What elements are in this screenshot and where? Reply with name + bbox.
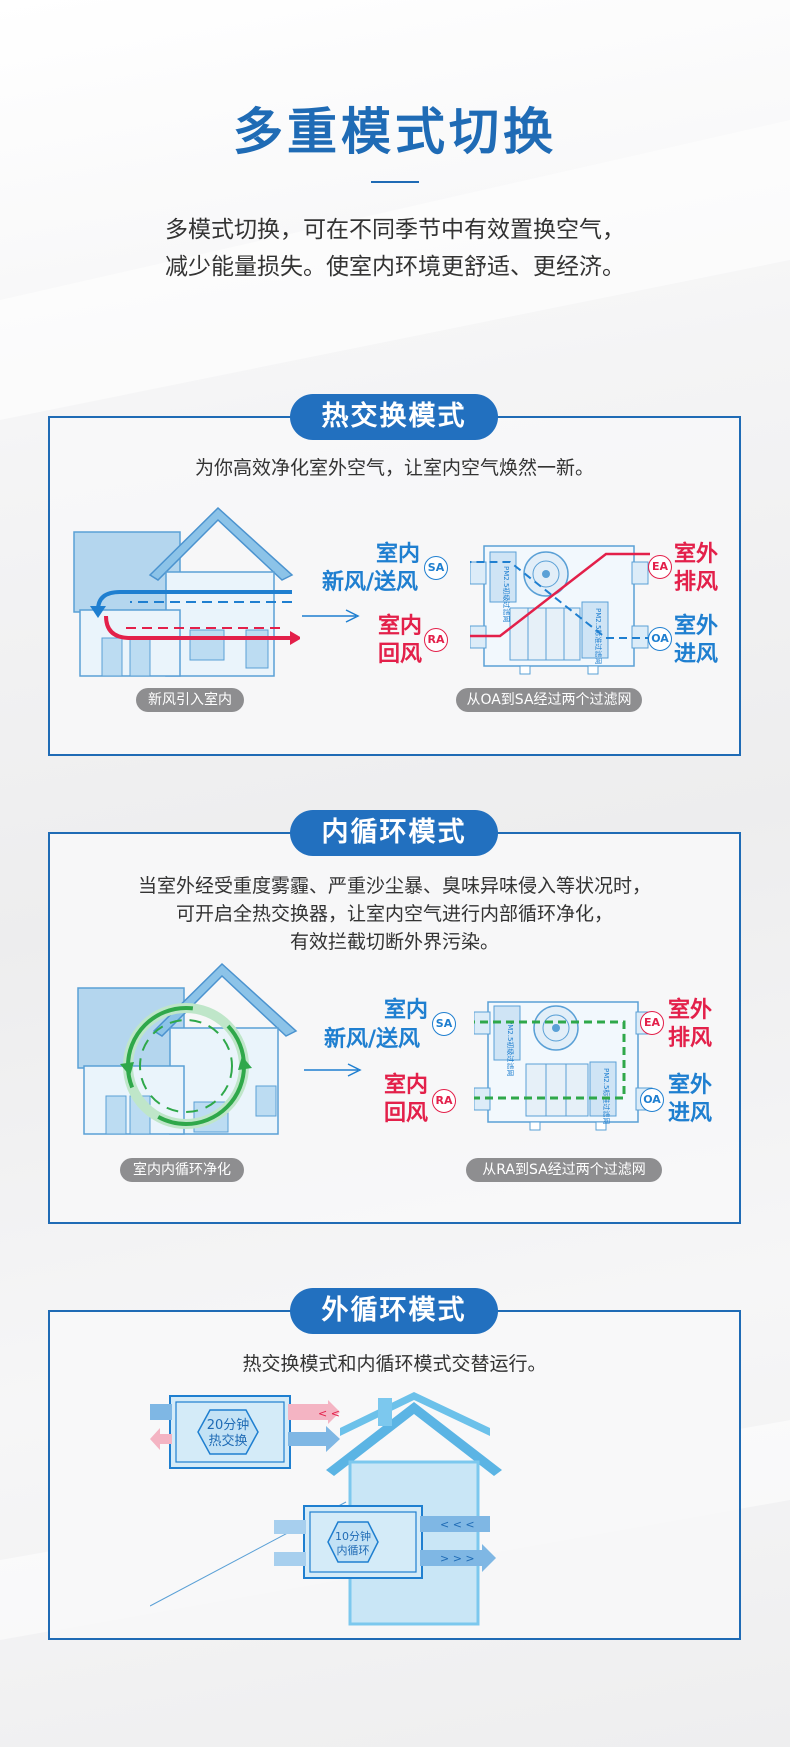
filter-primary-label: PM2.5初级过滤网 (506, 1020, 515, 1076)
label-supply-air: 新风/送风 (322, 570, 419, 595)
badge-ra: RA (424, 628, 448, 652)
label-indoor: 室内 (384, 998, 429, 1023)
chevrons-in: < < (318, 1407, 340, 1420)
alternating-mode-illustration: < < 20分钟 热交换 < < < > > > 10分钟 内循环 (150, 1392, 502, 1626)
caption-fresh-air-in: 新风引入室内 (136, 688, 244, 712)
unit-heat-exchange-label: 热交换 (208, 1433, 247, 1449)
label-indoor: 室内 (378, 614, 423, 639)
filter-primary-label: PM2.5初级过滤网 (502, 566, 511, 622)
badge-sa: SA (432, 1012, 456, 1036)
label-outdoor: 室外 (668, 1073, 713, 1098)
chevrons-out: > > > (440, 1552, 475, 1565)
badge-sa: SA (424, 556, 448, 580)
badge-ea: EA (640, 1011, 664, 1035)
label-outdoor: 室外 (668, 998, 713, 1023)
label-outdoor-air: 进风 (668, 1101, 713, 1126)
filter-standard-label: PM2.5标准过滤网 (594, 608, 603, 664)
description-line: 可开启全热交换器，让室内空气进行内部循环净化， (175, 903, 613, 925)
description-line: 当室外经受重度雾霾、严重沙尘暴、臭味异味侵入等状况时， (137, 875, 651, 897)
page-description: 多模式切换，可在不同季节中有效置换空气， 减少能量损失。使室内环境更舒适、更经济… (0, 212, 790, 286)
heat-exchange-title: 热交换模式 (290, 394, 498, 440)
unit-internal-circulation-label: 内循环 (337, 1543, 370, 1557)
description-line: 减少能量损失。使室内环境更舒适、更经济。 (165, 254, 625, 280)
page-title: 多重模式切换 (233, 103, 557, 161)
erv-unit-heat-exchange: PM2.5初级过滤网 PM2.5标准过滤网 (470, 545, 650, 675)
arrow-right-icon (304, 1063, 362, 1077)
title-divider (371, 181, 419, 183)
description-line: 多模式切换，可在不同季节中有效置换空气， (165, 217, 625, 243)
erv-unit-internal-circulation: PM2.5初级过滤网 PM2.5标准过滤网 (474, 1001, 653, 1131)
label-indoor: 室内 (384, 1073, 429, 1098)
caption-path-ra-to-sa: 从RA到SA经过两个过滤网 (466, 1158, 662, 1182)
label-return-air: 回风 (378, 642, 423, 667)
house-internal-circulation-illustration (77, 962, 298, 1135)
label-indoor: 室内 (376, 542, 421, 567)
description-line: 为你高效净化室外空气，让室内空气焕然一新。 (194, 457, 594, 479)
arrow-right-icon (302, 609, 360, 623)
caption-internal-purification: 室内内循环净化 (120, 1158, 244, 1182)
description-line: 有效拦截切断外界污染。 (289, 931, 499, 953)
badge-oa: OA (640, 1088, 664, 1112)
chevrons-in: < < < (440, 1518, 475, 1531)
caption-path-oa-to-sa: 从OA到SA经过两个过滤网 (456, 688, 642, 712)
unit-heat-exchange-duration: 20分钟 (207, 1417, 250, 1433)
label-outdoor: 室外 (674, 614, 719, 639)
badge-oa: OA (648, 627, 672, 651)
description-line: 热交换模式和内循环模式交替运行。 (242, 1353, 547, 1375)
heat-exchange-description: 为你高效净化室外空气，让室内空气焕然一新。 (48, 454, 741, 482)
external-circulation-title: 外循环模式 (290, 1288, 498, 1334)
label-return-air: 回风 (384, 1101, 429, 1126)
label-exhaust-air: 排风 (674, 570, 719, 595)
unit-internal-circulation-duration: 10分钟 (335, 1529, 371, 1543)
label-exhaust-air: 排风 (668, 1026, 713, 1051)
filter-standard-label: PM2.5标准过滤网 (602, 1068, 611, 1124)
external-circulation-description: 热交换模式和内循环模式交替运行。 (48, 1350, 741, 1378)
label-supply-air: 新风/送风 (324, 1027, 421, 1052)
label-outdoor: 室外 (674, 542, 719, 567)
internal-circulation-description: 当室外经受重度雾霾、严重沙尘暴、臭味异味侵入等状况时， 可开启全热交换器，让室内… (48, 872, 741, 956)
house-fresh-air-illustration (73, 506, 300, 677)
label-outdoor-air: 进风 (674, 642, 719, 667)
badge-ea: EA (648, 555, 672, 579)
badge-ra: RA (432, 1089, 456, 1113)
internal-circulation-title: 内循环模式 (290, 810, 498, 856)
